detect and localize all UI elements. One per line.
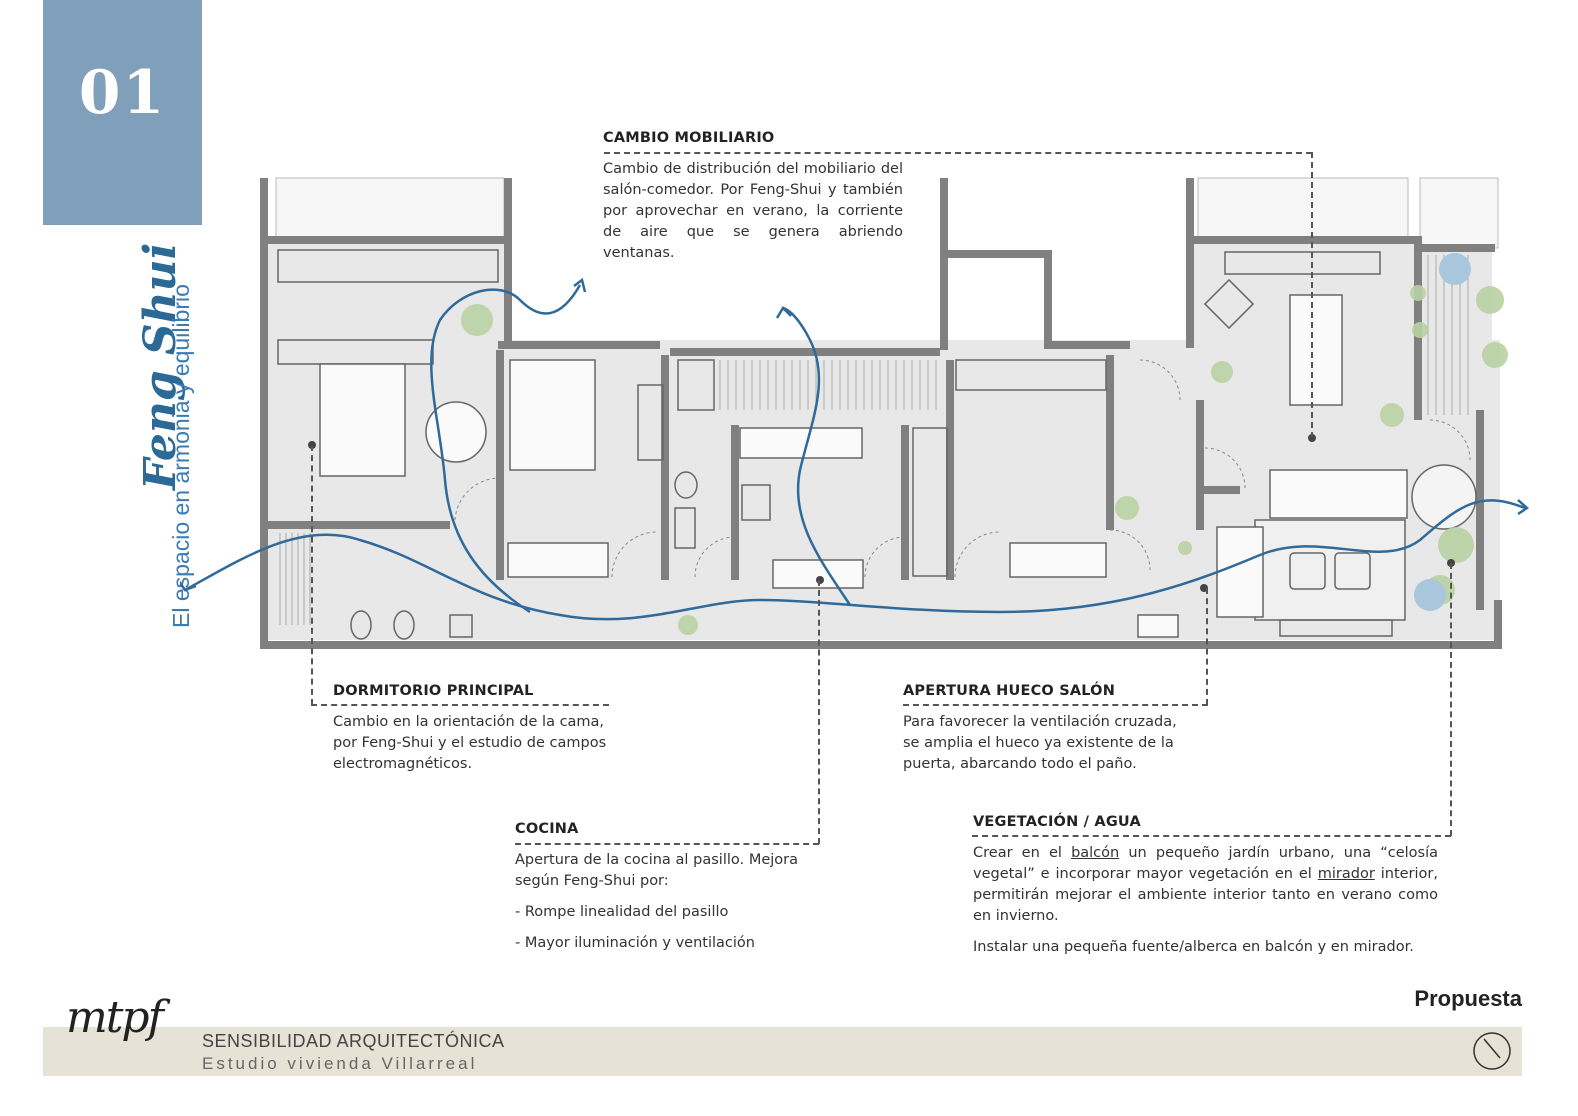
note-apertura-line: puerta, abarcando todo el paño. <box>903 756 1137 772</box>
note-apertura-line: se amplia el hueco ya existente de la <box>903 735 1174 751</box>
note-vegetacion-p1: Crear en el balcón un pequeño jardín urb… <box>973 845 1438 924</box>
note-cocina-bullet: - Mayor iluminación y ventilación <box>515 935 755 951</box>
leader-cocina <box>515 843 819 845</box>
note-vegetacion: VEGETACIÓN / AGUA Crear en el balcón un … <box>973 812 1438 958</box>
north-compass-icon <box>1473 1032 1511 1070</box>
note-dormitorio-title: DORMITORIO PRINCIPAL <box>333 683 534 699</box>
leader-dormitorio-vertical <box>311 445 313 705</box>
leader-vegetacion <box>972 835 1451 837</box>
note-vegetacion-title: VEGETACIÓN / AGUA <box>973 814 1141 830</box>
mirador-link-text: mirador <box>1317 866 1375 882</box>
footer-line-1: SENSIBILIDAD ARQUITECTÓNICA <box>202 1031 505 1051</box>
airflow-arrows <box>180 277 1530 621</box>
note-cocina: COCINA Apertura de la cocina al pasillo.… <box>515 819 798 954</box>
balcon-link-text: balcón <box>1071 845 1120 861</box>
floor-plan <box>180 177 1530 649</box>
note-vegetacion-p2: Instalar una pequeña fuente/alberca en b… <box>973 939 1414 955</box>
note-cambio-text: Cambio de distribución del mobiliario de… <box>603 161 903 261</box>
leader-vegetacion-vertical <box>1450 563 1452 836</box>
note-cambio: CAMBIO MOBILIARIO Cambio de distribución… <box>603 128 903 264</box>
note-dormitorio-line: Cambio en la orientación de la cama, <box>333 714 605 730</box>
leader-cambio <box>604 152 1312 154</box>
leader-cocina-vertical <box>818 580 820 844</box>
note-dormitorio-line: por Feng-Shui y el estudio de campos <box>333 735 607 751</box>
leader-apertura-vertical <box>1206 588 1208 705</box>
leader-cambio-vertical <box>1311 152 1313 438</box>
brand-logo: mtpf <box>66 992 164 1043</box>
note-cambio-title: CAMBIO MOBILIARIO <box>603 130 775 146</box>
plan-plants <box>461 285 1508 635</box>
plan-water <box>1414 253 1471 611</box>
note-cocina-title: COCINA <box>515 821 579 837</box>
footer-line-2: Estudio vivienda Villarreal <box>202 1054 478 1073</box>
note-apertura: APERTURA HUECO SALÓN Para favorecer la v… <box>903 681 1203 775</box>
note-apertura-title: APERTURA HUECO SALÓN <box>903 683 1116 699</box>
footer-band <box>43 1027 1522 1076</box>
plan-status-label: Propuesta <box>1414 986 1522 1011</box>
plan-doors <box>454 359 1471 578</box>
note-cocina-bullet: - Rompe linealidad del pasillo <box>515 904 729 920</box>
plan-thin-lines <box>277 249 1477 640</box>
note-apertura-line: Para favorecer la ventilación cruzada, <box>903 714 1177 730</box>
note-dormitorio-line: electromagnéticos. <box>333 756 473 772</box>
note-cocina-text: Apertura de la cocina al pasillo. Mejora… <box>515 852 798 889</box>
plan-hatching <box>279 255 1469 625</box>
leader-dormitorio <box>311 704 609 706</box>
section-number: 01 <box>78 58 167 128</box>
section-number-box: 01 <box>43 0 202 225</box>
leader-apertura <box>903 704 1208 706</box>
note-dormitorio: DORMITORIO PRINCIPAL Cambio en la orient… <box>333 681 633 775</box>
